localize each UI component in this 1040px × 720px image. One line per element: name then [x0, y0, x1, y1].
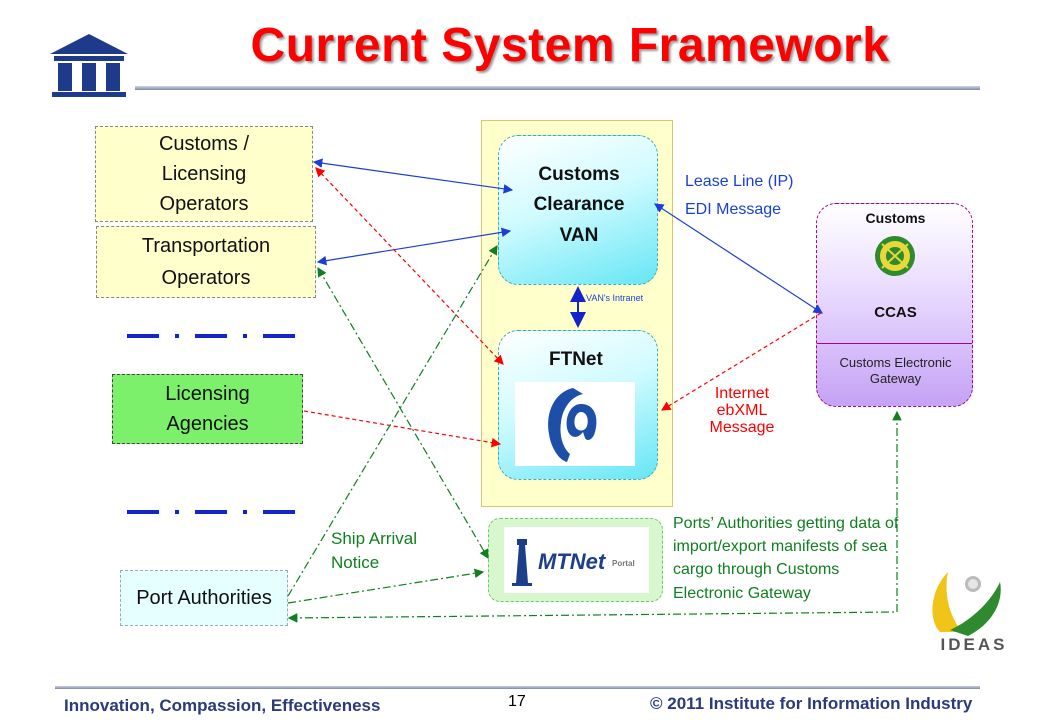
van-line-3: VAN	[559, 224, 599, 246]
footer-copyright: © 2011 Institute for Information Industr…	[650, 694, 973, 713]
footer-motto: Innovation, Compassion, Effectiveness	[64, 696, 381, 715]
gateway-line-2: Gateway	[869, 371, 922, 387]
gateway-label: Customs Electronic Gateway	[817, 355, 974, 388]
ports-note-line-1: Ports’ Authorities getting data of	[673, 515, 899, 532]
arrow-ccas-to-ftnet	[660, 312, 822, 411]
ports-authorities-note: Ports’ Authorities getting data of impor…	[673, 512, 898, 605]
arrow-customs-operators-to-van	[312, 158, 514, 194]
arrow-customs-operators-to-ftnet	[315, 167, 504, 365]
internet-ebxml-label: Internet ebXML Message	[690, 385, 794, 436]
port-authorities-box: Port Authorities	[120, 570, 288, 626]
page-title: Current System Framework	[250, 19, 890, 72]
ideas-logo-text: IDEAS	[941, 635, 1008, 654]
ccas-gateway-box: Customs CCAS Customs Electronic Gateway	[816, 203, 973, 407]
gateway-line-1: Customs Electronic	[839, 355, 952, 370]
edi-message-label: EDI Message	[685, 201, 782, 218]
customs-licensing-line-3: Operators	[159, 193, 249, 215]
ideas-logo: IDEAS	[932, 572, 1008, 654]
separator-line-1	[127, 334, 297, 338]
ccas-customs-label: Customs	[865, 210, 926, 226]
transportation-line-2: Operators	[161, 267, 251, 289]
vans-intranet-label: VAN's Intranet	[586, 293, 644, 303]
arrow-van-to-ccas	[653, 203, 824, 314]
transportation-operators-box: Transportation Operators	[96, 226, 316, 298]
title-rule	[135, 86, 980, 90]
ship-arrival-line-2: Notice	[331, 552, 380, 572]
arrow-licensing-agencies-to-ftnet	[303, 410, 502, 448]
licensing-agencies-line-1: Licensing	[165, 383, 250, 405]
ports-note-line-2: import/export manifests of sea	[673, 538, 888, 556]
customs-licensing-operators-box: Customs / Licensing Operators	[95, 126, 313, 222]
arrow-transport-operators-to-van	[316, 227, 512, 266]
ports-note-line-4: Electronic Gateway	[673, 584, 811, 602]
ccas-divider	[817, 343, 972, 344]
van-line-2: Clearance	[533, 194, 625, 216]
internet-line-2: ebXML	[716, 401, 768, 419]
ship-arrival-line-1: Ship Arrival	[331, 529, 417, 548]
customs-licensing-line-2: Licensing	[161, 163, 247, 185]
port-authorities-label: Port Authorities	[136, 587, 272, 609]
transportation-line-1: Transportation	[141, 235, 271, 257]
ports-note-line-3: cargo through Customs	[673, 561, 840, 579]
iii-logo	[50, 34, 128, 97]
internet-line-1: Internet	[714, 385, 770, 402]
footer-rule	[55, 686, 980, 689]
ship-arrival-notice-label: Ship Arrival Notice	[331, 527, 417, 575]
arrow-gateway-to-port	[287, 410, 902, 623]
customs-licensing-line-1: Customs /	[158, 133, 250, 155]
van-line-1: Customs	[538, 164, 620, 185]
lease-line-label: Lease Line (IP)	[685, 173, 794, 190]
customs-emblem-icon	[875, 236, 915, 276]
page-number: 17	[508, 693, 526, 710]
arrow-transport-to-mtnet	[317, 266, 489, 560]
licensing-agencies-line-2: Agencies	[166, 413, 249, 435]
licensing-agencies-box: Licensing Agencies	[112, 374, 303, 444]
ftnet-label: FTNet	[549, 349, 603, 370]
separator-line-2	[127, 510, 297, 514]
arrow-port-to-mtnet	[287, 568, 485, 604]
ccas-label: CCAS	[874, 304, 917, 321]
internet-line-3: Message	[709, 418, 775, 436]
